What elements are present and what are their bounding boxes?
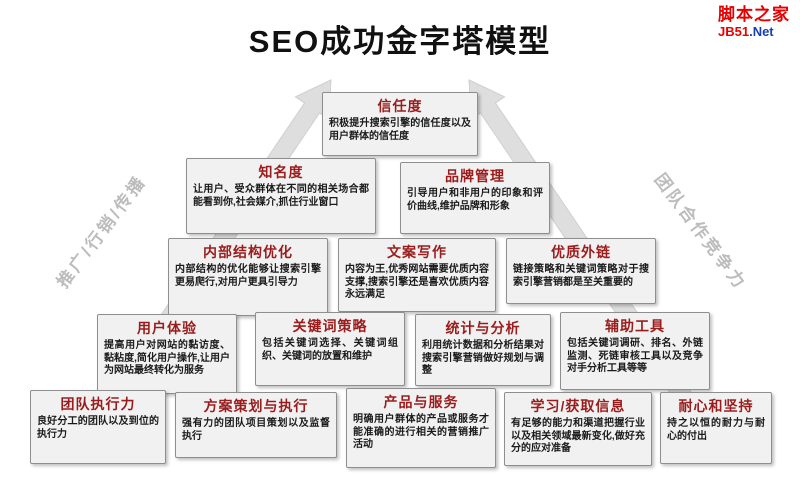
pyramid-box-learning: 学习/获取信息 有足够的能力和渠道把握行业以及相关领域最新变化,做好充分的应对准… xyxy=(504,392,652,466)
box-body-product: 明确用户群体的产品或服务才能准确的进行相关的营销推广活动 xyxy=(353,414,489,450)
page-title: SEO成功金字塔模型 xyxy=(248,24,552,59)
box-body-tools: 包括关键词调研、排名、外链监测、死链审核工具以及竞争对手分析工具等等 xyxy=(567,338,703,374)
pyramid-box-structure: 内部结构优化 内部结构的优化能够让搜索引擎更易爬行,对用户更具引导力 xyxy=(168,238,328,316)
box-title-keywords: 关键词策略 xyxy=(292,318,368,334)
pyramid-box-brand: 品牌管理 引导用户和非用户的印象和评价曲线,维护品牌和形象 xyxy=(400,162,550,234)
box-title-product: 产品与服务 xyxy=(383,394,459,410)
pyramid-box-trust: 信任度 积极提升搜索引擎的信任度以及用户群体的信任度 xyxy=(322,92,478,156)
site-logo-url: JB51.Net xyxy=(718,23,790,39)
box-title-structure: 内部结构优化 xyxy=(203,244,293,260)
pyramid-box-team: 团队执行力 良好分工的团队以及到位的执行力 xyxy=(30,390,166,464)
box-body-structure: 内部结构的优化能够让搜索引擎更易爬行,对用户更具引导力 xyxy=(175,264,321,288)
box-title-fame: 知名度 xyxy=(258,164,304,180)
box-title-team: 团队执行力 xyxy=(60,396,136,412)
pyramid-box-ux: 用户体验 提高用户对网站的黏访度、黏粘度,简化用户操作,让用户为网站最终转化为服… xyxy=(97,314,237,394)
box-title-learning: 学习/获取信息 xyxy=(530,398,626,414)
box-title-planning: 方案策划与执行 xyxy=(203,398,309,414)
pyramid-box-planning: 方案策划与执行 强有力的团队项目策划以及监督执行 xyxy=(175,392,337,458)
box-body-keywords: 包括关键词选择、关键词组织、关键词的放置和维护 xyxy=(262,338,398,362)
pyramid-box-product: 产品与服务 明确用户群体的产品或服务才能准确的进行相关的营销推广活动 xyxy=(346,388,496,468)
site-logo: 脚本之家 JB51.Net xyxy=(718,5,790,39)
box-body-fame: 让用户、受众群体在不同的相关场合都能看到你,社会媒介,抓住行业窗口 xyxy=(193,184,369,208)
box-body-copywriting: 内容为王,优秀网站需要优质内容支撑,搜索引擎还是喜欢优质内容永远满足 xyxy=(345,264,489,300)
box-body-trust: 积极提升搜索引擎的信任度以及用户群体的信任度 xyxy=(329,118,471,142)
box-body-planning: 强有力的团队项目策划以及监督执行 xyxy=(182,418,330,442)
box-body-team: 良好分工的团队以及到位的执行力 xyxy=(37,416,159,440)
box-title-copywriting: 文案写作 xyxy=(387,244,447,260)
box-title-trust: 信任度 xyxy=(377,98,423,114)
pyramid-box-copywriting: 文案写作 内容为王,优秀网站需要优质内容支撑,搜索引擎还是喜欢优质内容永远满足 xyxy=(338,238,496,312)
box-body-learning: 有足够的能力和渠道把握行业以及相关领域最新变化,做好充分的应对准备 xyxy=(511,418,645,454)
box-title-brand: 品牌管理 xyxy=(445,168,505,184)
site-logo-url-blue: .Net xyxy=(749,23,774,39)
box-body-brand: 引导用户和非用户的印象和评价曲线,维护品牌和形象 xyxy=(407,188,543,212)
pyramid-box-tools: 辅助工具 包括关键词调研、排名、外链监测、死链审核工具以及竞争对手分析工具等等 xyxy=(560,312,710,390)
site-logo-name: 脚本之家 xyxy=(718,5,790,24)
box-body-ux: 提高用户对网站的黏访度、黏粘度,简化用户操作,让用户为网站最终转化为服务 xyxy=(104,340,230,376)
box-title-patience: 耐心和坚持 xyxy=(678,398,754,414)
box-body-links: 链接策略和关键词策略对于搜索引擎营销都是至关重要的 xyxy=(513,264,649,288)
box-title-tools: 辅助工具 xyxy=(605,318,665,334)
pyramid-box-fame: 知名度 让用户、受众群体在不同的相关场合都能看到你,社会媒介,抓住行业窗口 xyxy=(186,158,376,234)
box-title-links: 优质外链 xyxy=(551,244,611,260)
box-body-analytics: 利用统计数据和分析结果对搜索引擎营销做好规划与调整 xyxy=(422,340,544,376)
site-logo-url-red: JB51 xyxy=(718,23,750,39)
box-title-analytics: 统计与分析 xyxy=(445,320,521,336)
pyramid-box-links: 优质外链 链接策略和关键词策略对于搜索引擎营销都是至关重要的 xyxy=(506,238,656,304)
box-title-ux: 用户体验 xyxy=(137,320,197,336)
box-body-patience: 持之以恒的耐力与耐心的付出 xyxy=(667,418,765,442)
pyramid-box-patience: 耐心和坚持 持之以恒的耐力与耐心的付出 xyxy=(660,392,772,464)
pyramid-box-keywords: 关键词策略 包括关键词选择、关键词组织、关键词的放置和维护 xyxy=(255,312,405,386)
pyramid-box-analytics: 统计与分析 利用统计数据和分析结果对搜索引擎营销做好规划与调整 xyxy=(415,314,551,386)
